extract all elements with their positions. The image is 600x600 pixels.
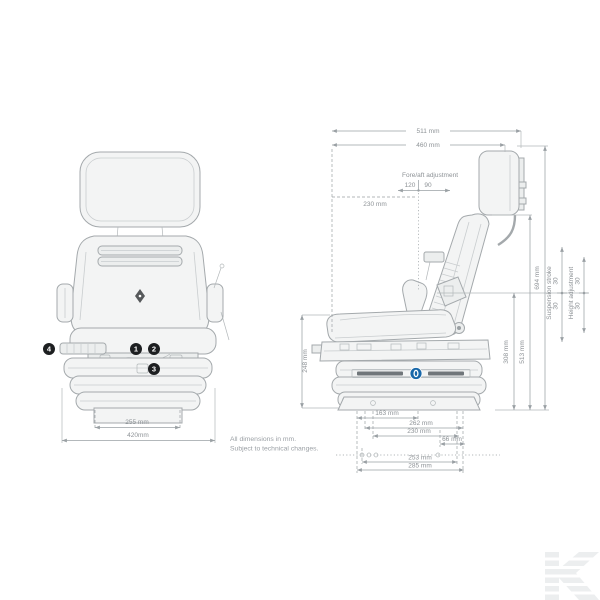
side-dim-66-label: 66 mm <box>442 436 462 443</box>
suspension-bellows-front <box>63 357 213 424</box>
side-dim-253: 253 mm <box>362 455 457 464</box>
fore-aft-title: Fore/aft adjustment <box>402 172 458 179</box>
seat-cushion-side <box>326 309 457 343</box>
side-dim-height-adjustment: Height adjustment 30 30 <box>568 257 589 333</box>
brand-emblem-icon <box>135 289 145 303</box>
suspension-stroke-down: 30 <box>553 302 560 310</box>
side-dim-513-label: 513 mm <box>519 340 526 363</box>
side-dim-66: 66 mm <box>440 436 465 446</box>
callout-2: 2 <box>148 343 160 355</box>
side-dim-262-label: 262 mm <box>409 420 432 427</box>
side-dim-base-block: 163 mm 262 mm 230 mm 66 mm 253 mm 285 mm <box>336 410 500 473</box>
side-dim-262: 262 mm <box>365 420 463 430</box>
blue-oval-badge-icon <box>409 367 423 380</box>
callout-4-label: 4 <box>47 345 52 354</box>
callout-1-label: 1 <box>134 345 138 354</box>
right-armrest <box>206 263 230 341</box>
front-dim-255-label: 255 mm <box>125 419 148 426</box>
side-dim-308-label: 308 mm <box>503 340 510 363</box>
callout-2-label: 2 <box>152 345 156 354</box>
side-dim-308: 308 mm <box>503 293 516 410</box>
side-dim-511: 511 mm <box>332 125 522 148</box>
side-dim-163: 163 mm <box>357 410 418 420</box>
fore-aft-120: 120 <box>405 182 416 189</box>
side-dim-513: 513 mm <box>519 215 532 410</box>
side-dim-285-label: 285 mm <box>408 463 431 470</box>
side-dim-460-label: 460 mm <box>416 142 439 149</box>
front-dim-outer-width: 420mm <box>61 388 216 443</box>
side-dim-248: 248 mm <box>300 314 340 409</box>
adjustment-lever <box>59 342 107 355</box>
base-plate <box>337 396 481 411</box>
backrest-vents <box>97 245 183 267</box>
suspension-frame-side <box>311 339 491 362</box>
suspension-stroke-up: 30 <box>553 277 560 285</box>
side-dim-163-label: 163 mm <box>375 410 398 417</box>
backrest-front <box>70 235 210 336</box>
side-dim-230-top-label: 230 mm <box>363 201 386 208</box>
notes: All dimensions in mm. Subject to technic… <box>230 436 319 453</box>
side-dim-285: 285 mm <box>357 463 464 472</box>
suspension-stroke-title: Suspension stroke <box>546 266 553 320</box>
height-adjustment-down: 30 <box>575 302 582 310</box>
product-label-strip <box>351 367 471 380</box>
side-dim-right-heights: 308 mm 513 mm 694 mm Suspension stroke 3… <box>437 145 589 411</box>
height-adjustment-title: Height adjustment <box>568 267 575 320</box>
headrest-front <box>79 151 201 239</box>
height-adjustment-up: 30 <box>575 277 582 285</box>
armrest-folded <box>402 251 445 319</box>
side-dim-694: 694 mm <box>534 146 547 410</box>
side-dim-511-label: 511 mm <box>417 128 440 135</box>
callout-4: 4 <box>43 343 55 355</box>
callout-1: 1 <box>130 343 142 355</box>
front-dim-420-label: 420mm <box>127 432 149 439</box>
front-dim-inner-width: 255 mm <box>94 410 181 430</box>
front-view-drawing: 255 mm 420mm 4 1 2 3 <box>43 151 230 443</box>
kramp-k-logo-watermark-icon <box>545 552 599 600</box>
side-dim-253-label: 253 mm <box>408 455 431 462</box>
side-dim-230-bottom-label: 230 mm <box>407 428 430 435</box>
left-armrest <box>56 283 74 323</box>
side-dim-fore-aft: Fore/aft adjustment 120 90 <box>398 172 458 290</box>
side-dim-suspension-stroke: Suspension stroke 30 30 <box>546 247 567 342</box>
side-view-drawing: 511 mm 460 mm Fore/aft adjustment 120 90… <box>300 125 589 473</box>
suspension-bellows-side <box>331 360 487 411</box>
side-dim-230-bottom: 230 mm <box>373 428 459 438</box>
side-dim-248-label: 248 mm <box>302 349 309 372</box>
callout-3-label: 3 <box>152 365 156 374</box>
callout-3: 3 <box>148 363 160 375</box>
side-dim-460: 460 mm <box>332 139 506 152</box>
fore-aft-90: 90 <box>424 182 432 189</box>
side-dim-694-label: 694 mm <box>534 266 541 289</box>
note-line-1: All dimensions in mm. <box>230 436 296 443</box>
note-line-2: Subject to technical changes. <box>230 446 319 453</box>
belt-retractor <box>436 276 467 307</box>
side-dim-230-top: 230 mm <box>331 149 417 332</box>
